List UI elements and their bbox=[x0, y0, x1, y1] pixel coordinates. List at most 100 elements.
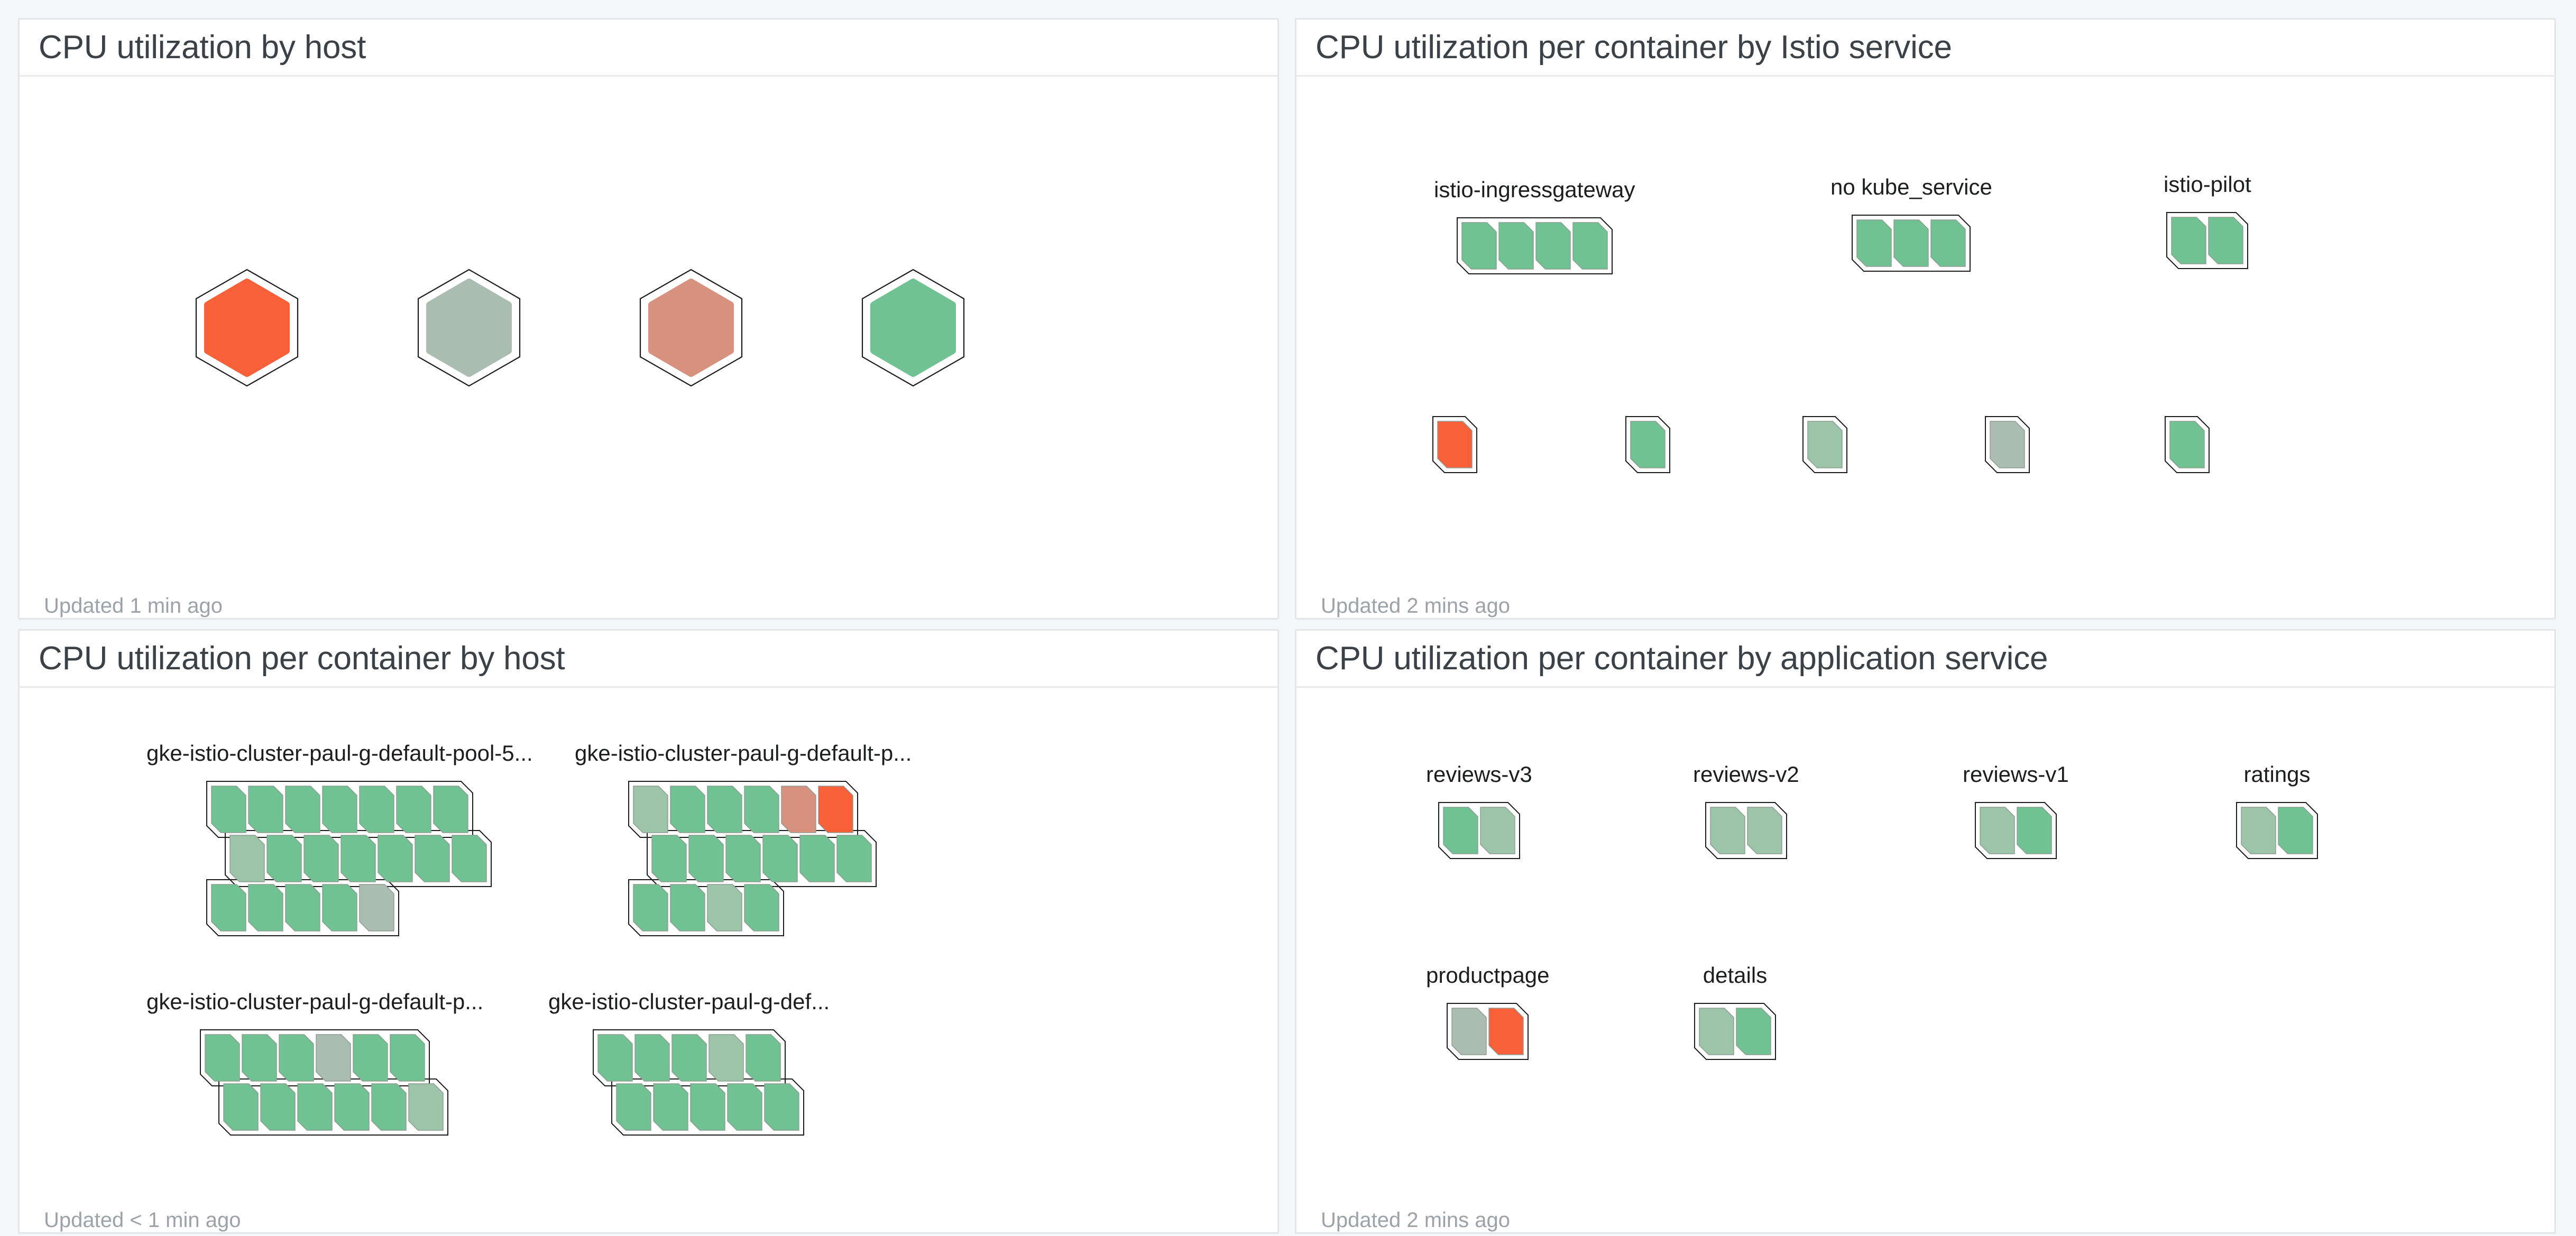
container-tile[interactable] bbox=[651, 835, 687, 882]
container-tile[interactable] bbox=[615, 1083, 651, 1131]
container-group[interactable]: details bbox=[1693, 963, 1777, 1061]
container-tile[interactable] bbox=[1451, 1008, 1487, 1055]
container-tile[interactable] bbox=[688, 835, 724, 882]
container-tile[interactable] bbox=[322, 786, 357, 833]
container-group[interactable]: gke-istio-cluster-paul-g-default-p... bbox=[575, 741, 912, 937]
container-tile[interactable] bbox=[211, 786, 246, 833]
host-hexagon[interactable] bbox=[416, 267, 522, 389]
container-tile[interactable] bbox=[633, 786, 668, 833]
container-tile[interactable] bbox=[762, 835, 798, 882]
container-tile[interactable] bbox=[597, 1034, 633, 1082]
container-group[interactable] bbox=[1984, 415, 2031, 474]
container-tile[interactable] bbox=[633, 884, 668, 931]
container-tile[interactable] bbox=[799, 835, 835, 882]
container-tile[interactable] bbox=[285, 884, 320, 931]
container-tile[interactable] bbox=[2241, 807, 2276, 854]
container-tile[interactable] bbox=[396, 786, 431, 833]
container-tile[interactable] bbox=[2278, 807, 2313, 854]
container-tile[interactable] bbox=[1572, 222, 1608, 270]
container-tile[interactable] bbox=[1807, 421, 1843, 468]
container-tile[interactable] bbox=[279, 1034, 314, 1082]
container-tile[interactable] bbox=[1461, 222, 1497, 270]
container-tile[interactable] bbox=[353, 1034, 388, 1082]
container-group[interactable]: reviews-v1 bbox=[1963, 762, 2069, 860]
container-tile[interactable] bbox=[433, 786, 468, 833]
container-tile[interactable] bbox=[1437, 421, 1473, 468]
container-tile[interactable] bbox=[1535, 222, 1571, 270]
host-hexagon[interactable] bbox=[194, 267, 300, 389]
container-tile[interactable] bbox=[689, 1083, 725, 1131]
container-tile[interactable] bbox=[452, 835, 487, 882]
container-tile[interactable] bbox=[1856, 219, 1892, 267]
container-group[interactable] bbox=[1801, 415, 1848, 474]
container-tile[interactable] bbox=[359, 786, 394, 833]
container-tile[interactable] bbox=[297, 1083, 333, 1131]
container-tile[interactable] bbox=[670, 884, 705, 931]
container-tile[interactable] bbox=[2169, 421, 2205, 468]
container-tile[interactable] bbox=[248, 884, 283, 931]
container-tile[interactable] bbox=[726, 1083, 762, 1131]
container-tile[interactable] bbox=[390, 1034, 425, 1082]
container-tile[interactable] bbox=[744, 786, 779, 833]
container-tile[interactable] bbox=[1443, 807, 1478, 854]
container-tile[interactable] bbox=[1699, 1008, 1734, 1055]
container-group[interactable]: ratings bbox=[2235, 762, 2319, 860]
container-group[interactable]: productpage bbox=[1426, 963, 1550, 1061]
container-tile[interactable] bbox=[211, 884, 246, 931]
container-tile[interactable] bbox=[341, 835, 376, 882]
container-tile[interactable] bbox=[744, 884, 779, 931]
container-tile[interactable] bbox=[205, 1034, 240, 1082]
container-tile[interactable] bbox=[725, 835, 761, 882]
container-tile[interactable] bbox=[266, 835, 302, 882]
container-group[interactable]: reviews-v3 bbox=[1426, 762, 1532, 860]
container-tile[interactable] bbox=[1747, 807, 1782, 854]
container-tile[interactable] bbox=[1980, 807, 2015, 854]
container-group[interactable] bbox=[2164, 415, 2211, 474]
container-tile[interactable] bbox=[1893, 219, 1929, 267]
container-tile[interactable] bbox=[303, 835, 339, 882]
container-tile[interactable] bbox=[1498, 222, 1534, 270]
container-group[interactable]: istio-pilot bbox=[2164, 172, 2251, 270]
container-group[interactable]: gke-istio-cluster-paul-g-default-pool-5.… bbox=[146, 741, 533, 937]
container-tile[interactable] bbox=[1630, 421, 1666, 468]
container-tile[interactable] bbox=[1488, 1008, 1524, 1055]
container-tile[interactable] bbox=[260, 1083, 296, 1131]
container-tile[interactable] bbox=[316, 1034, 351, 1082]
container-tile[interactable] bbox=[229, 835, 265, 882]
container-tile[interactable] bbox=[1930, 219, 1966, 267]
container-tile[interactable] bbox=[1480, 807, 1515, 854]
container-tile[interactable] bbox=[378, 835, 413, 882]
container-group[interactable]: no kube_service bbox=[1830, 174, 1992, 273]
container-tile[interactable] bbox=[1710, 807, 1745, 854]
container-group[interactable]: gke-istio-cluster-paul-g-def... bbox=[548, 989, 830, 1137]
container-tile[interactable] bbox=[836, 835, 872, 882]
container-tile[interactable] bbox=[745, 1034, 781, 1082]
container-tile[interactable] bbox=[242, 1034, 277, 1082]
container-tile[interactable] bbox=[2171, 217, 2207, 264]
container-tile[interactable] bbox=[223, 1083, 259, 1131]
container-tile[interactable] bbox=[634, 1034, 670, 1082]
container-tile[interactable] bbox=[707, 786, 742, 833]
container-tile[interactable] bbox=[334, 1083, 370, 1131]
container-tile[interactable] bbox=[1990, 421, 2025, 468]
container-tile[interactable] bbox=[322, 884, 357, 931]
container-tile[interactable] bbox=[2208, 217, 2244, 264]
container-tile[interactable] bbox=[670, 786, 705, 833]
container-group[interactable]: gke-istio-cluster-paul-g-default-p... bbox=[146, 989, 483, 1137]
container-tile[interactable] bbox=[708, 1034, 744, 1082]
container-group[interactable] bbox=[1624, 415, 1671, 474]
host-hexagon[interactable] bbox=[860, 267, 966, 389]
container-tile[interactable] bbox=[671, 1034, 707, 1082]
container-tile[interactable] bbox=[763, 1083, 799, 1131]
container-tile[interactable] bbox=[285, 786, 320, 833]
container-tile[interactable] bbox=[408, 1083, 444, 1131]
container-tile[interactable] bbox=[781, 786, 816, 833]
container-group[interactable]: istio-ingressgateway bbox=[1434, 177, 1635, 275]
container-tile[interactable] bbox=[248, 786, 283, 833]
container-tile[interactable] bbox=[818, 786, 853, 833]
container-tile[interactable] bbox=[359, 884, 394, 931]
container-tile[interactable] bbox=[2017, 807, 2052, 854]
container-tile[interactable] bbox=[371, 1083, 407, 1131]
container-group[interactable]: reviews-v2 bbox=[1693, 762, 1799, 860]
container-tile[interactable] bbox=[652, 1083, 688, 1131]
